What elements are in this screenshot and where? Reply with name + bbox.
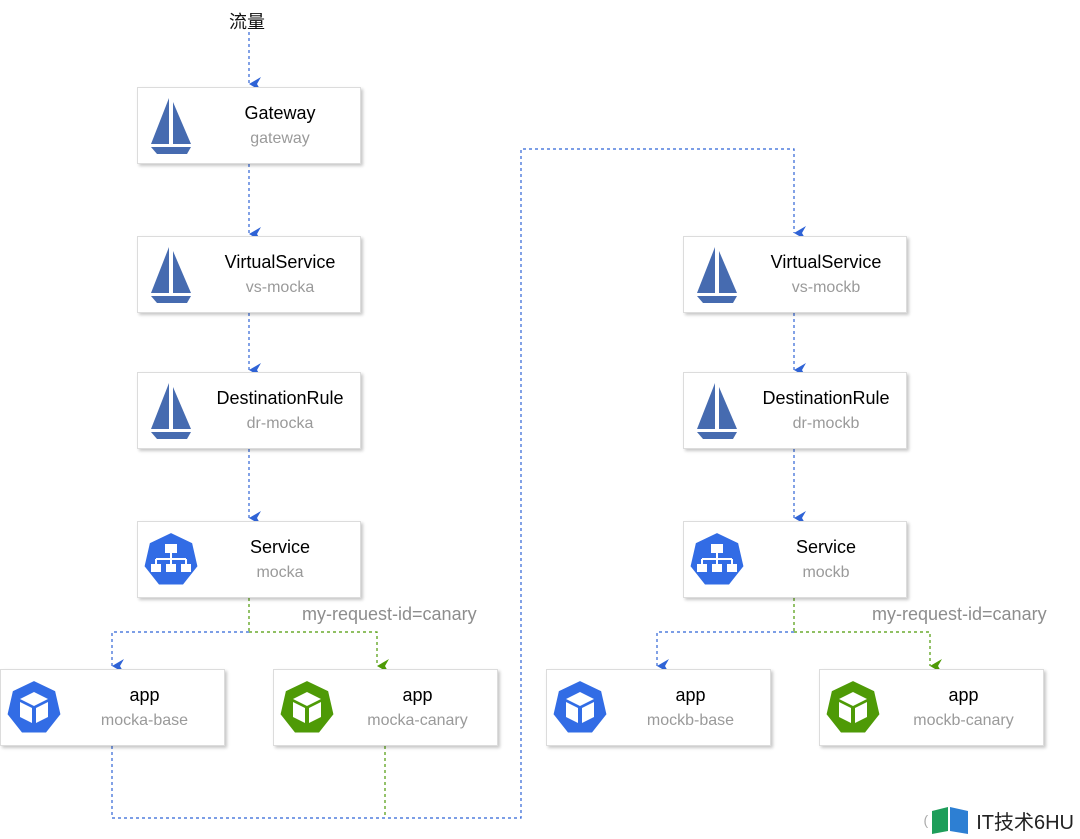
app-mocka-canary-node[interactable]: app mocka-canary	[273, 669, 498, 746]
edge-svc-to-mockb-base	[656, 631, 794, 673]
node-title: Service	[249, 537, 311, 557]
node-title: app	[948, 685, 979, 705]
node-subtitle: mocka-base	[100, 712, 189, 729]
istio-sail-icon	[151, 383, 191, 439]
book-logo-icon	[932, 807, 969, 834]
edge-svc-to-mockb-canary	[794, 631, 942, 673]
header-match-label-mocka: my-request-id=canary	[302, 604, 477, 624]
istio-sail-icon	[697, 247, 737, 303]
watermark-paren: (	[923, 812, 929, 828]
app-mockb-canary-node[interactable]: app mockb-canary	[819, 669, 1044, 746]
node-title: Service	[795, 537, 857, 557]
node-subtitle: mockb-base	[646, 712, 735, 729]
node-title: DestinationRule	[216, 388, 344, 408]
watermark-text: IT技术6HU	[976, 811, 1074, 834]
node-title: DestinationRule	[762, 388, 890, 408]
edge-mocka-base-to-vs-mockb	[111, 148, 806, 819]
node-title: app	[675, 685, 706, 705]
k8s-pod-icon	[5, 678, 63, 735]
app-mockb-base-node[interactable]: app mockb-base	[546, 669, 771, 746]
node-subtitle: vs-mockb	[791, 279, 861, 296]
node-title: VirtualService	[770, 252, 882, 272]
gateway-node[interactable]: Gateway gateway	[137, 87, 361, 164]
k8s-pod-icon	[278, 678, 336, 735]
node-subtitle: vs-mocka	[245, 279, 315, 296]
header-match-label-mockb: my-request-id=canary	[872, 604, 1047, 624]
istio-sail-icon	[151, 98, 191, 154]
virtualservice-mockb-node[interactable]: VirtualService vs-mockb	[683, 236, 907, 313]
k8s-service-icon	[688, 530, 746, 587]
node-title: VirtualService	[224, 252, 336, 272]
node-title: app	[129, 685, 160, 705]
node-subtitle: mockb	[802, 564, 850, 581]
k8s-pod-icon	[824, 678, 882, 735]
k8s-service-icon	[142, 530, 200, 587]
node-title: app	[402, 685, 433, 705]
node-subtitle: mockb-canary	[913, 712, 1014, 729]
node-subtitle: dr-mocka	[246, 415, 314, 432]
istio-sail-icon	[151, 247, 191, 303]
node-subtitle: dr-mockb	[792, 415, 860, 432]
node-subtitle: mocka-canary	[367, 712, 468, 729]
node-subtitle: gateway	[250, 130, 310, 147]
watermark: ( IT技术6HU	[924, 805, 1074, 835]
app-mocka-base-node[interactable]: app mocka-base	[0, 669, 225, 746]
destinationrule-mockb-node[interactable]: DestinationRule dr-mockb	[683, 372, 907, 449]
destinationrule-mocka-node[interactable]: DestinationRule dr-mocka	[137, 372, 361, 449]
virtualservice-mocka-node[interactable]: VirtualService vs-mocka	[137, 236, 361, 313]
service-mockb-node[interactable]: Service mockb	[683, 521, 907, 598]
service-mocka-node[interactable]: Service mocka	[137, 521, 361, 598]
edge-svc-to-mocka-canary	[249, 631, 389, 673]
edge-svc-to-mocka-base	[111, 631, 249, 673]
node-title: Gateway	[244, 103, 316, 123]
istio-sail-icon	[697, 383, 737, 439]
traffic-label: 流量	[229, 12, 265, 32]
node-subtitle: mocka	[256, 564, 304, 581]
k8s-pod-icon	[551, 678, 609, 735]
